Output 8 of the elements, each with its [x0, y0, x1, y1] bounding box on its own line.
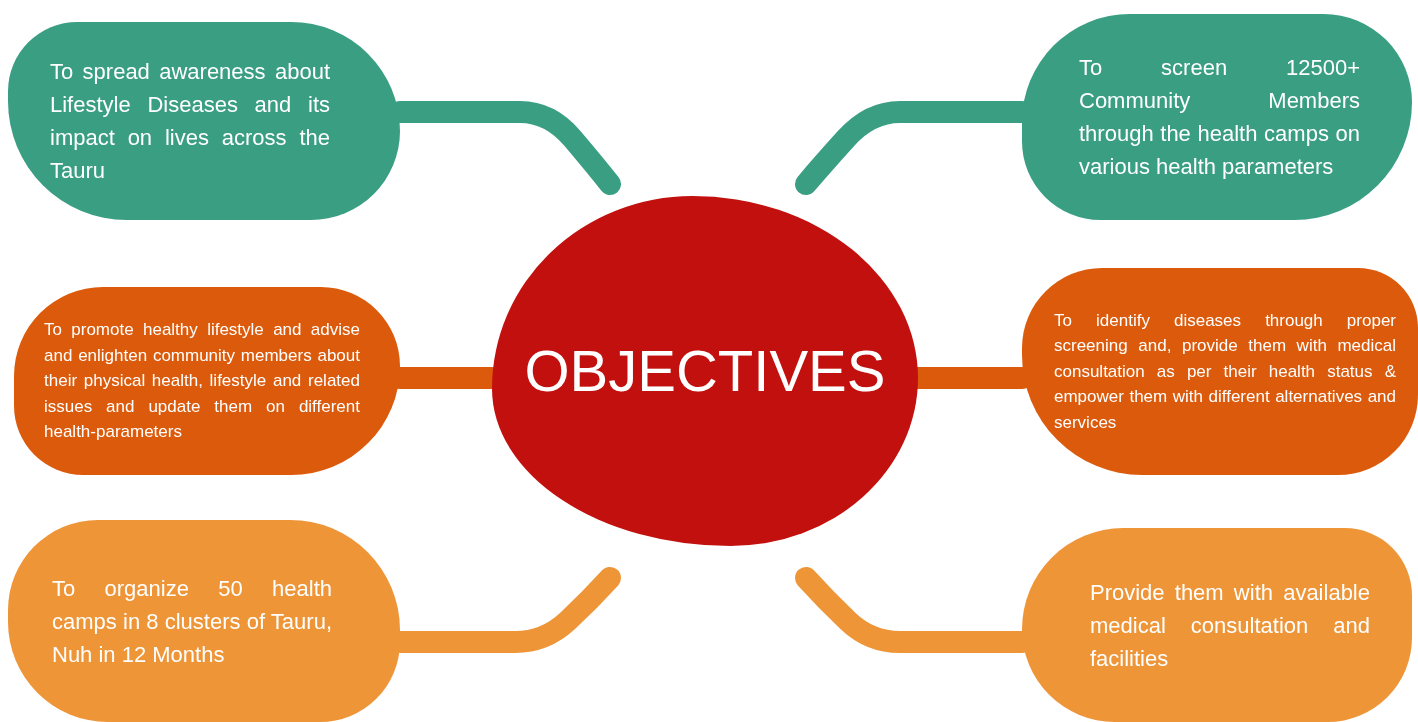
objective-text: Provide them with available medical consultation and facilities	[1090, 578, 1370, 673]
objective-text: To organize 50 health camps in 8 clusters of Tauru, Nuh in 12 Months	[52, 574, 332, 669]
objective-text: To promote healthy lifestyle and advise and enlighten community members about their physical health, lifestyle and related issues and update them on different health-parameters	[44, 319, 360, 444]
objective-bubble	[1022, 268, 1418, 475]
objective-text: To screen 12500+ Community Members through the health camps on various health parameters	[1079, 54, 1360, 181]
objective-text: To identify diseases through proper screening and, provide them with medical consultation as per their health status & empower them with different alternatives and services	[1054, 309, 1396, 434]
central-title: OBJECTIVES	[523, 339, 887, 403]
objective-text: To spread awareness about Lifestyle Diseases and its impact on lives across the Tauru	[50, 58, 330, 185]
